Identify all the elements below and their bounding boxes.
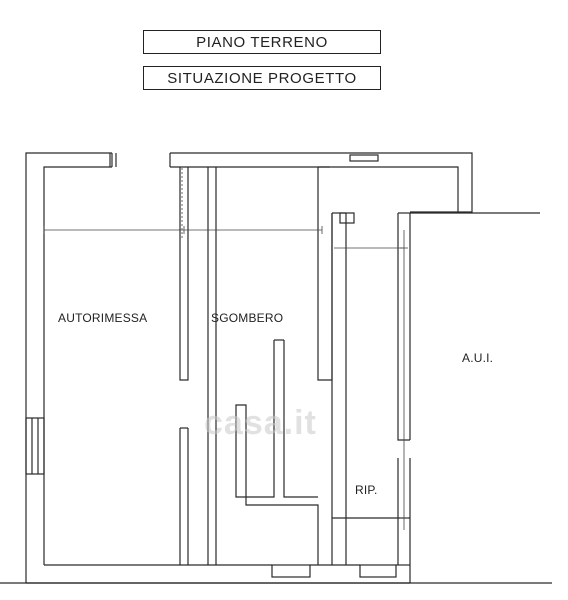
- door-bottom-1: [271, 564, 311, 578]
- door-bottom-2: [359, 564, 397, 578]
- wall-storage-right: [317, 167, 333, 381]
- room-label-garage: AUTORIMESSA: [58, 311, 148, 325]
- wall-garage-storage: [179, 167, 189, 381]
- floor-level-title: PIANO TERRENO: [143, 30, 381, 54]
- project-status-title: SITUAZIONE PROGETTO: [143, 66, 381, 90]
- room-label-storage: SGOMBERO: [211, 311, 284, 325]
- room-label-closet: RIP.: [355, 483, 378, 497]
- outer-wall-top: [170, 152, 473, 213]
- watermark-logo: casa.it: [204, 404, 317, 442]
- room-label-common-area: A.U.I.: [462, 351, 494, 365]
- outer-wall-left: [25, 152, 112, 583]
- window-left: [25, 417, 45, 475]
- niche-wall: [235, 340, 319, 565]
